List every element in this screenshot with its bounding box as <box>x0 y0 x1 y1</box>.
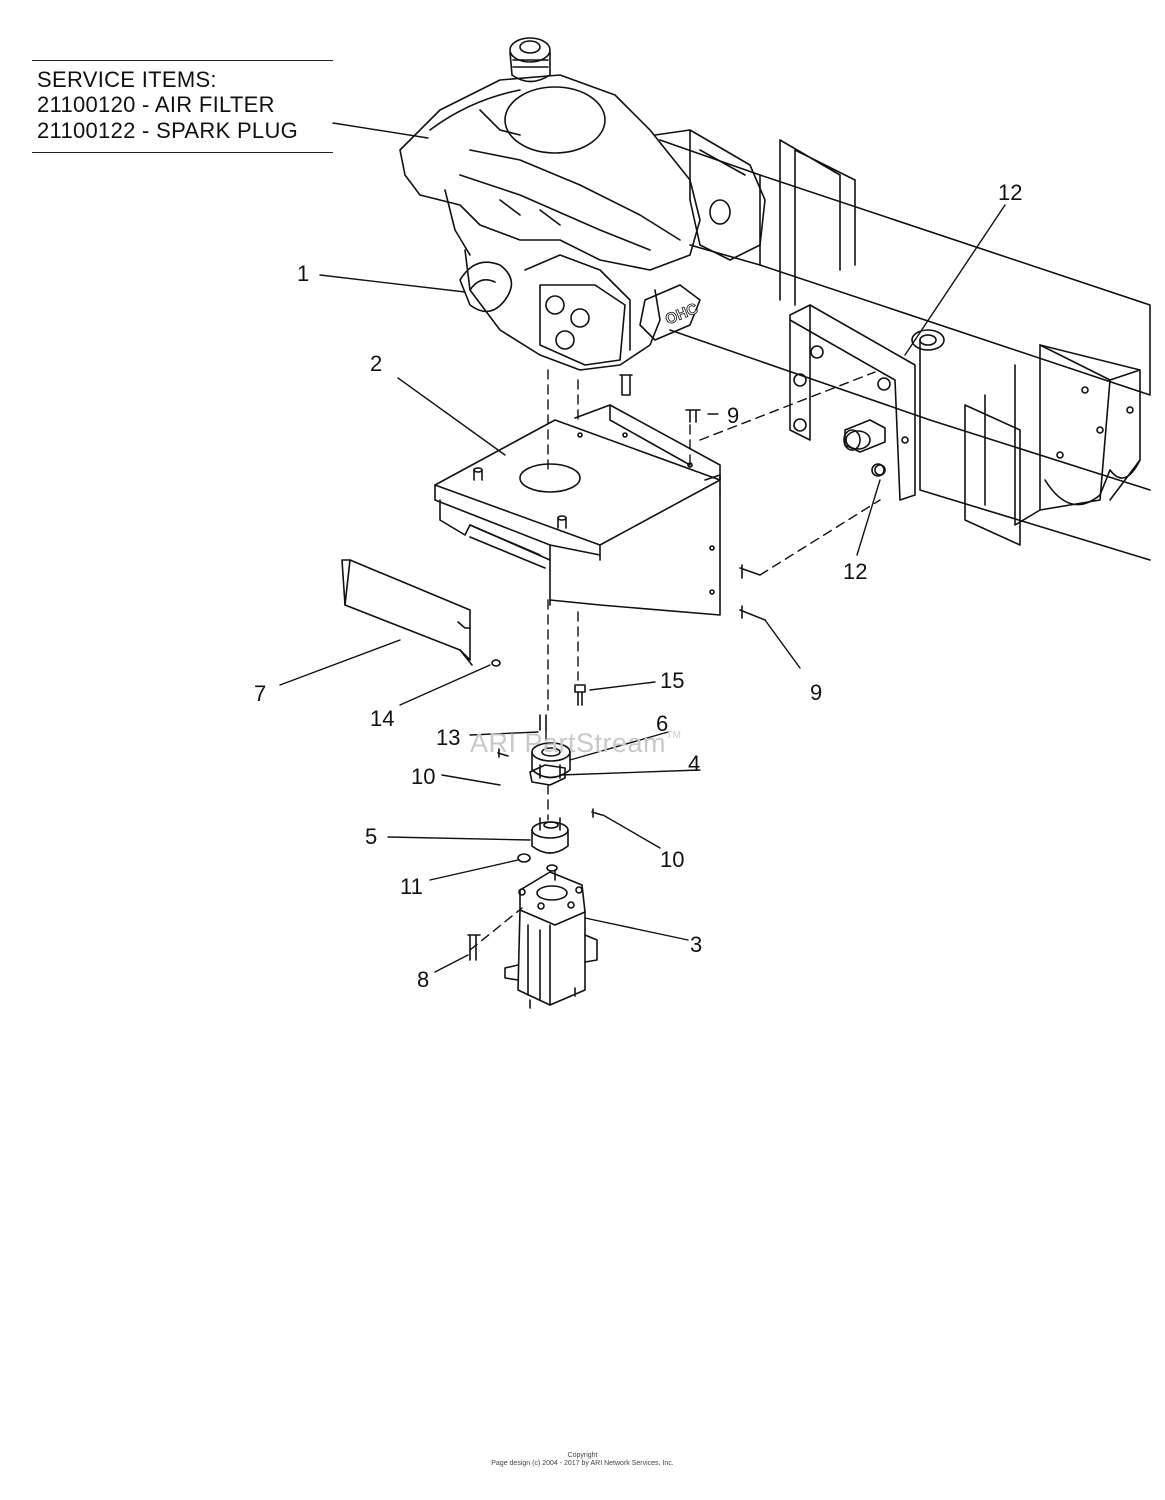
callout-5: 5 <box>365 824 378 849</box>
callout-13: 13 <box>436 725 461 750</box>
service-item-spark-plug: 21100122 - SPARK PLUG <box>37 118 299 143</box>
service-items-bottom-rule <box>32 152 333 153</box>
callout-12-upper: 12 <box>998 180 1023 205</box>
mount-bracket-12 <box>789 304 916 501</box>
callout-8: 8 <box>417 967 430 992</box>
engine-mount-plate <box>434 404 721 616</box>
callout-10-left: 10 <box>411 764 436 789</box>
watermark: ARI PartStreamTM <box>470 728 682 759</box>
assembly-lines <box>469 369 881 951</box>
heat-shield-7 <box>341 559 501 667</box>
frame-rail-lower <box>669 329 1151 561</box>
callout-7: 7 <box>254 681 267 706</box>
coupler-half-5 <box>531 817 569 854</box>
service-items-heading: SERVICE ITEMS: <box>37 67 217 92</box>
callout-12-lower: 12 <box>843 559 868 584</box>
frame-end-plates <box>1014 344 1141 526</box>
callout-9-lower: 9 <box>810 680 823 705</box>
callout-2: 2 <box>370 351 383 376</box>
engine-ohc <box>399 37 766 371</box>
coupler-spider-4 <box>529 764 566 786</box>
callout-11: 11 <box>400 874 423 899</box>
callout-3: 3 <box>690 932 703 957</box>
footer-copyright: Copyright <box>567 1452 598 1459</box>
callout-15: 15 <box>660 668 685 693</box>
callout-9-upper: 9 <box>727 403 740 428</box>
fasteners <box>467 374 886 961</box>
callout-14: 14 <box>370 706 395 731</box>
watermark-text: ARI PartStream <box>470 728 667 758</box>
coupler-half-6 <box>531 742 571 779</box>
callout-1: 1 <box>297 261 310 286</box>
leader-lines <box>279 122 1006 973</box>
frame-rail-upper <box>659 139 1151 396</box>
watermark-trademark: TM <box>666 730 682 741</box>
engine-badge-label: OHC <box>663 300 700 328</box>
service-item-air-filter: 21100120 - AIR FILTER <box>37 92 275 117</box>
callout-10-right: 10 <box>660 847 685 872</box>
callout-4: 4 <box>688 751 701 776</box>
hydraulic-pump-3 <box>504 864 598 1009</box>
callout-6: 6 <box>656 711 669 736</box>
service-items-top-rule <box>32 60 333 61</box>
footer-page-design: Page design (c) 2004 - 2017 by ARI Netwo… <box>491 1460 674 1467</box>
